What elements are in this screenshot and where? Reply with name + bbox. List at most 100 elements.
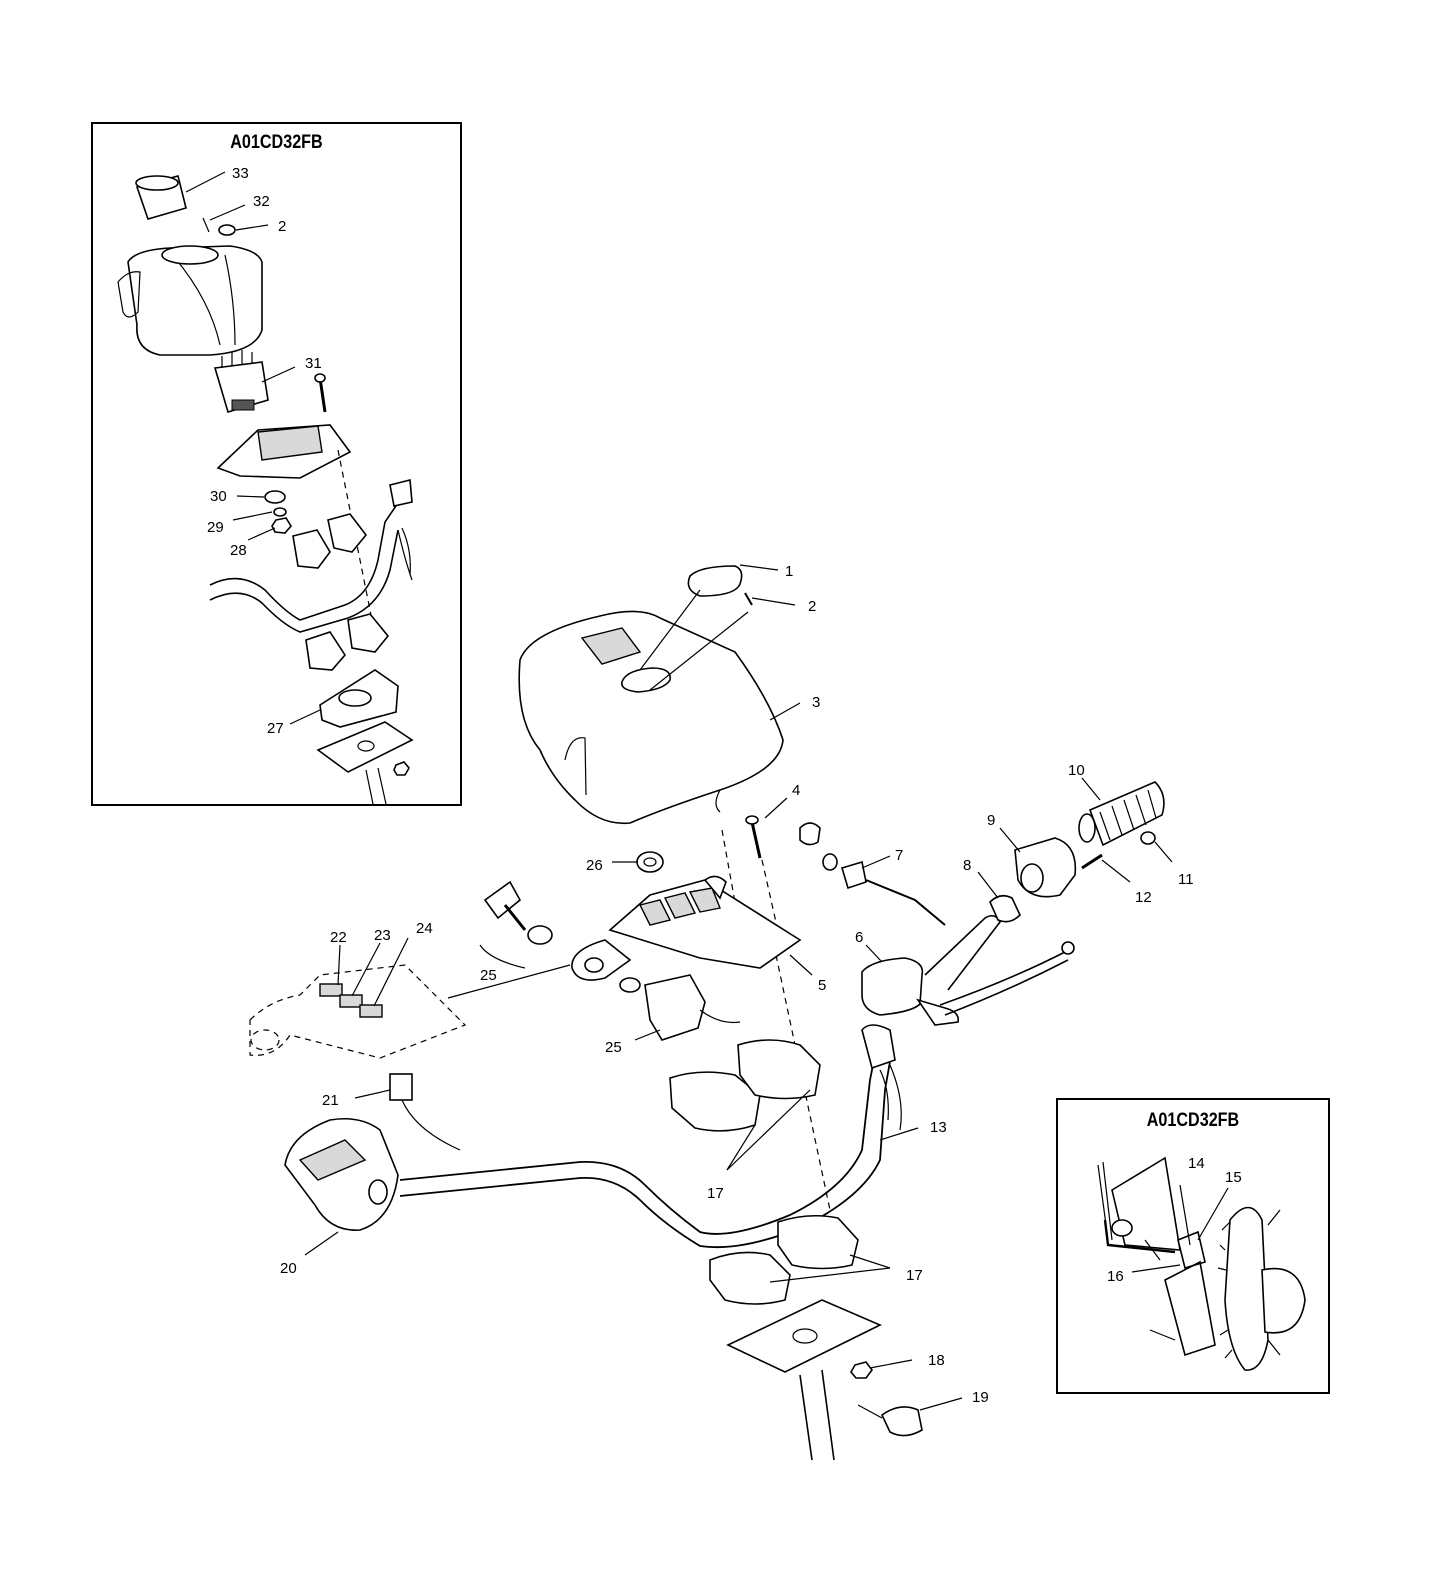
callout-label: 10 <box>1068 762 1085 779</box>
steering-post <box>377 767 387 805</box>
pod-edge <box>715 789 721 813</box>
bracket-ear-hole <box>584 957 604 973</box>
clamp-part <box>305 631 346 671</box>
pod-notch <box>564 737 587 796</box>
lever-ball <box>1061 941 1075 955</box>
leader-12 <box>1101 859 1131 883</box>
leader-2 <box>751 597 796 606</box>
steering-post <box>365 769 374 805</box>
callout-label: 27 <box>267 720 284 737</box>
disc-teeth <box>1217 1221 1233 1359</box>
leader-4 <box>764 797 788 819</box>
connector-wire <box>401 1099 461 1151</box>
leader-19 <box>919 1397 963 1411</box>
hub <box>1261 1267 1306 1334</box>
brake-lever-edge <box>944 959 1069 1016</box>
clip-19 <box>880 1406 923 1437</box>
callout-label: 7 <box>895 847 903 864</box>
ghost-hole <box>250 1029 280 1051</box>
clip-line <box>857 1404 883 1419</box>
callout-label: 16 <box>1107 1268 1124 1285</box>
frame-hole <box>1111 1219 1133 1237</box>
inset-title: A01CD32FB <box>230 132 323 153</box>
leader-17d <box>849 1254 891 1269</box>
leader-3 <box>769 702 801 721</box>
callout-label: 30 <box>210 488 227 505</box>
inset-a-artwork <box>117 171 414 805</box>
leader-16 <box>1131 1264 1181 1273</box>
callout-label: 28 <box>230 542 247 559</box>
washer-26-hole <box>643 857 657 867</box>
switch-block <box>257 425 323 461</box>
bracket-tab <box>703 875 727 900</box>
clamp-17-lower <box>777 1214 859 1270</box>
inset-title: A01CD32FB <box>1146 1110 1240 1131</box>
callout-label: 2 <box>278 218 286 235</box>
mount-plate <box>726 1299 882 1373</box>
inset-panel-bottom-right: A01CD32FB <box>1056 1098 1330 1394</box>
brake-disc <box>1224 1206 1269 1371</box>
leader-20 <box>304 1231 339 1256</box>
callout-label: 18 <box>928 1352 945 1369</box>
callout-label: 11 <box>1178 871 1194 888</box>
handlebar-inset-edge <box>209 529 399 633</box>
callout-label: 25 <box>605 1039 622 1056</box>
callout-label: 14 <box>1188 1155 1205 1172</box>
bolt-part <box>318 377 327 413</box>
callout-label: 31 <box>305 355 322 372</box>
nut-18 <box>850 1361 873 1379</box>
leader-27 <box>289 709 321 725</box>
switch-25-thread <box>619 977 641 993</box>
lever-pivot <box>916 998 960 1026</box>
callout-label: 8 <box>963 857 971 874</box>
connector-pins <box>221 350 253 368</box>
washer-part <box>218 224 236 236</box>
nut-25 <box>527 925 553 945</box>
pod-window <box>580 627 642 665</box>
switch-housing-20 <box>284 1117 399 1231</box>
bolt-4 <box>750 821 762 859</box>
leader-28 <box>247 527 276 541</box>
leader-32 <box>209 204 246 221</box>
pod-detail <box>174 254 236 346</box>
grip-ribs <box>1099 789 1157 841</box>
callout-label: 21 <box>322 1092 339 1109</box>
switch-23 <box>339 994 363 1008</box>
clamp-part <box>347 613 390 653</box>
leader-2 <box>235 224 269 231</box>
centerline <box>337 449 373 621</box>
bracket-25 <box>479 944 526 969</box>
clamp-17 <box>737 1039 821 1100</box>
cable <box>397 527 413 581</box>
switch-25 <box>644 974 706 1041</box>
callout-label: 3 <box>812 694 820 711</box>
handlebar-13 <box>399 1039 879 1235</box>
screw-12 <box>1081 853 1103 870</box>
adjuster-7 <box>841 860 867 890</box>
holder-hole <box>338 689 372 707</box>
housing-bore <box>368 1179 388 1205</box>
leader-25b <box>634 1029 661 1041</box>
inset-b-artwork <box>1097 1156 1306 1371</box>
connector-base <box>231 399 255 411</box>
spacer-8 <box>989 894 1021 923</box>
plug-25 <box>483 880 522 920</box>
washer-26 <box>636 851 664 873</box>
ghost-bracket <box>249 964 467 1059</box>
clamp-part <box>327 513 368 553</box>
callout-label: 20 <box>280 1260 297 1277</box>
leader-18 <box>869 1359 913 1369</box>
switch-housing-pad <box>298 1139 367 1181</box>
brake-lever <box>939 951 1066 1006</box>
handlebar-inset <box>209 499 401 621</box>
leader-29 <box>232 511 273 521</box>
plate-hole <box>357 740 375 752</box>
brake-cable <box>879 1064 902 1131</box>
callout-label: 22 <box>330 929 347 946</box>
master-cylinder-6 <box>861 957 924 1016</box>
connector-part <box>213 361 269 413</box>
callout-label: 32 <box>253 193 270 210</box>
leader-23 <box>351 942 381 997</box>
